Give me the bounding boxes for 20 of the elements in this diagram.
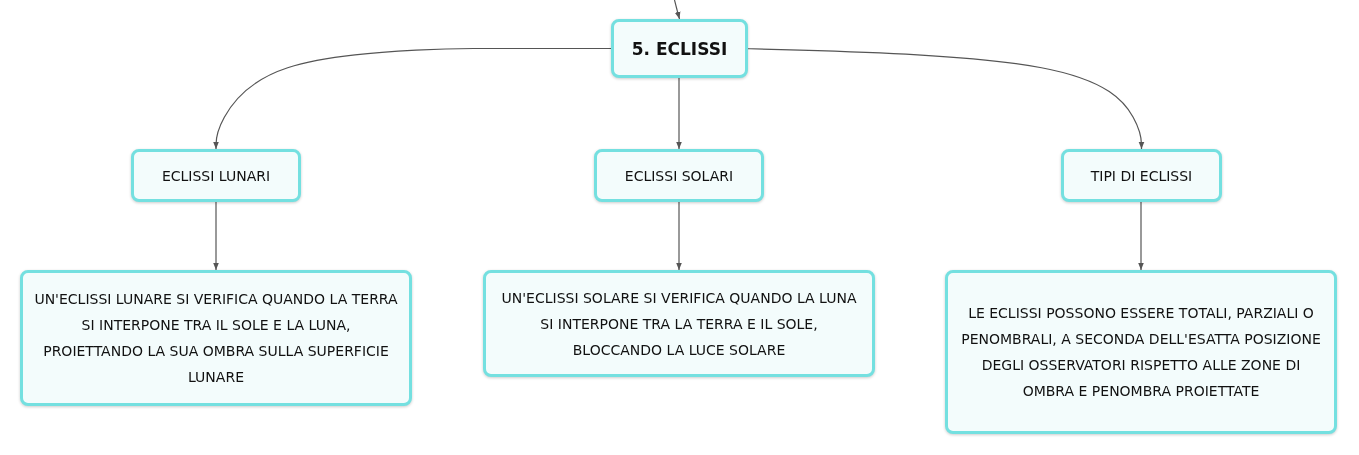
node-text: ECLISSI SOLARI (623, 166, 735, 186)
arrow (213, 47, 612, 150)
node-text: LE ECLISSI POSSONO ESSERE TOTALI, PARZIALI O PENOMBRALI, A SECONDA DELL'ESATTA POSIZIONE DEGLI OSSERVATORI RISPETTO ALLE ZONE DI OMBRA E PENOMBRA PROIETTATE (960, 304, 1322, 401)
node-text: 5. ECLISSI (630, 37, 729, 61)
node-text: UN'ECLISSI LUNARE SI VERIFICA QUANDO LA TERRA SI INTERPONE TRA IL SOLE E LA LUNA, PROIETTANDO LA SUA OMBRA SULLA SUPERFICIE LUNARE (33, 290, 399, 387)
node-text: TIPI DI ECLISSI (1089, 166, 1194, 186)
concept-box (131, 149, 301, 202)
arrow (1138, 201, 1144, 271)
concept-box (945, 270, 1337, 434)
concept-box (483, 270, 875, 377)
arrow (213, 201, 219, 271)
node-text: ECLISSI LUNARI (160, 166, 272, 186)
topic-box (611, 19, 748, 78)
arrow (676, 77, 682, 150)
concept-box (20, 270, 412, 406)
arrow (676, 201, 682, 271)
node-text: UN'ECLISSI SOLARE SI VERIFICA QUANDO LA LUNA SI INTERPONE TRA LA TERRA E IL SOLE, BLOCCANDO LA LUCE SOLARE (500, 288, 858, 360)
arrow (673, 0, 681, 20)
concept-box (594, 149, 764, 202)
concept-box (1061, 149, 1222, 202)
